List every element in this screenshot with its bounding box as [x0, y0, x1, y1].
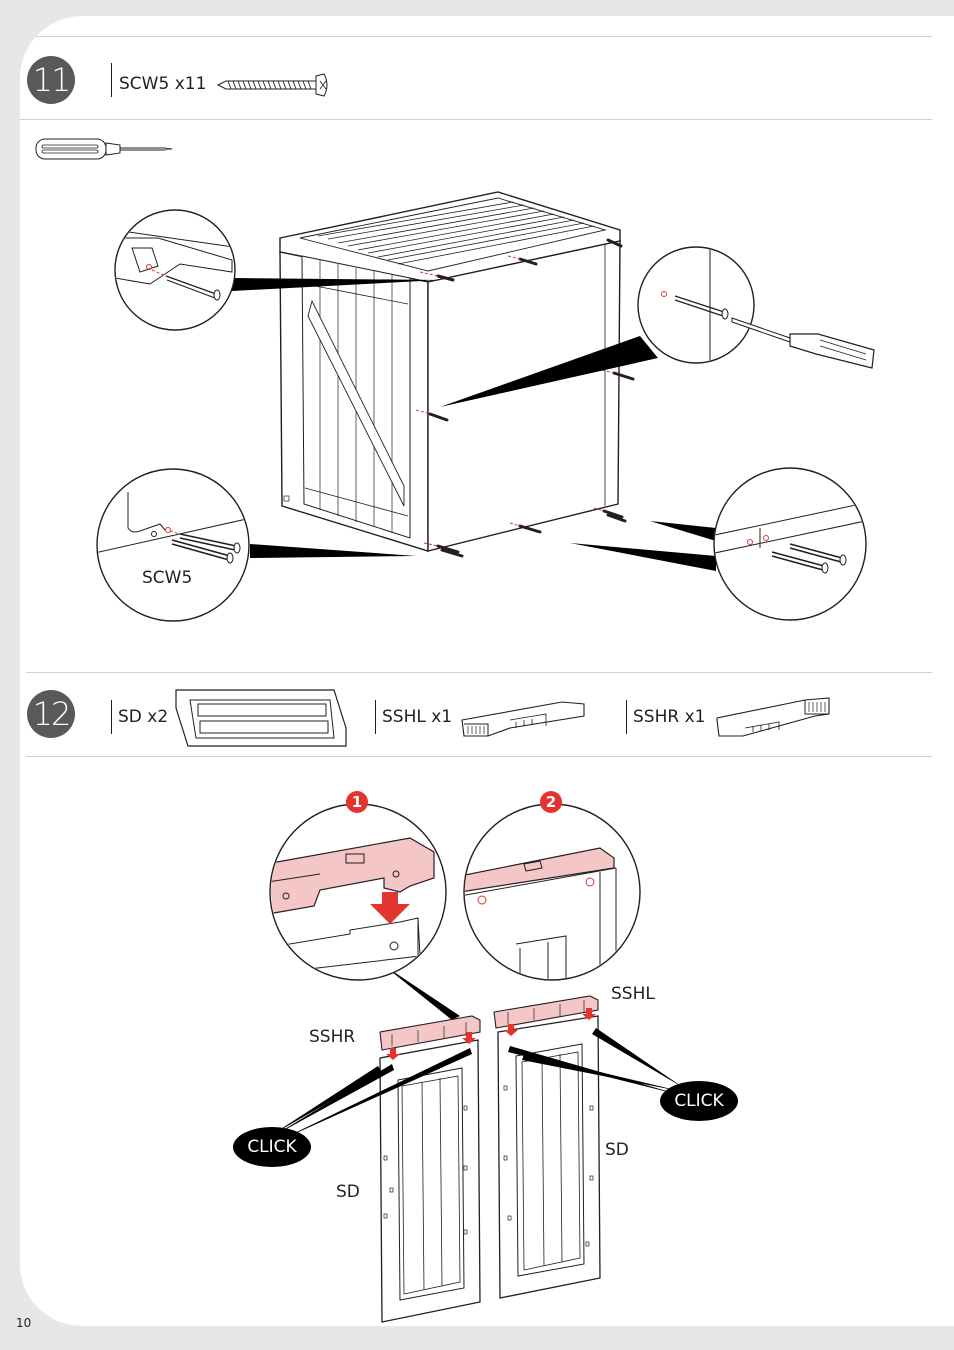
- click-callout-left: CLICK: [233, 1127, 311, 1167]
- click-callout-right: CLICK: [660, 1081, 738, 1121]
- part-label-sd: SD x2: [118, 707, 169, 727]
- callout-label-scw5: SCW5: [142, 568, 193, 588]
- part-separator: [111, 63, 112, 97]
- label-sshl: SSHL: [611, 984, 655, 1004]
- part-separator: [375, 700, 376, 734]
- step-number-badge: 12: [27, 690, 75, 738]
- part-label-scw5: SCW5 x11: [119, 74, 207, 94]
- detail-number-1: 1: [346, 791, 368, 813]
- instruction-page: 11 SCW5 x11: [20, 16, 954, 1326]
- divider: [26, 756, 932, 757]
- part-label-sshl: SSHL x1: [382, 707, 453, 727]
- divider: [20, 119, 932, 120]
- label-sd-left: SD: [336, 1182, 360, 1202]
- screwdriver-icon: [35, 138, 173, 160]
- door-panel-icon: [175, 689, 347, 747]
- step-number-badge: 11: [27, 56, 75, 104]
- shed-assembly-figure: [96, 191, 875, 622]
- screw-icon: [216, 73, 328, 97]
- door-hinge-figure: [269, 803, 684, 1323]
- sshl-hinge-icon: [461, 701, 585, 737]
- label-sshr: SSHR: [309, 1027, 356, 1047]
- part-label-sshr: SSHR x1: [633, 707, 706, 727]
- divider: [26, 672, 932, 673]
- divider: [20, 36, 932, 37]
- label-sd-right: SD: [605, 1140, 629, 1160]
- detail-number-2: 2: [540, 791, 562, 813]
- part-separator: [111, 700, 112, 734]
- part-separator: [626, 700, 627, 734]
- sshr-hinge-icon: [716, 697, 830, 737]
- page-number: 10: [16, 1316, 32, 1330]
